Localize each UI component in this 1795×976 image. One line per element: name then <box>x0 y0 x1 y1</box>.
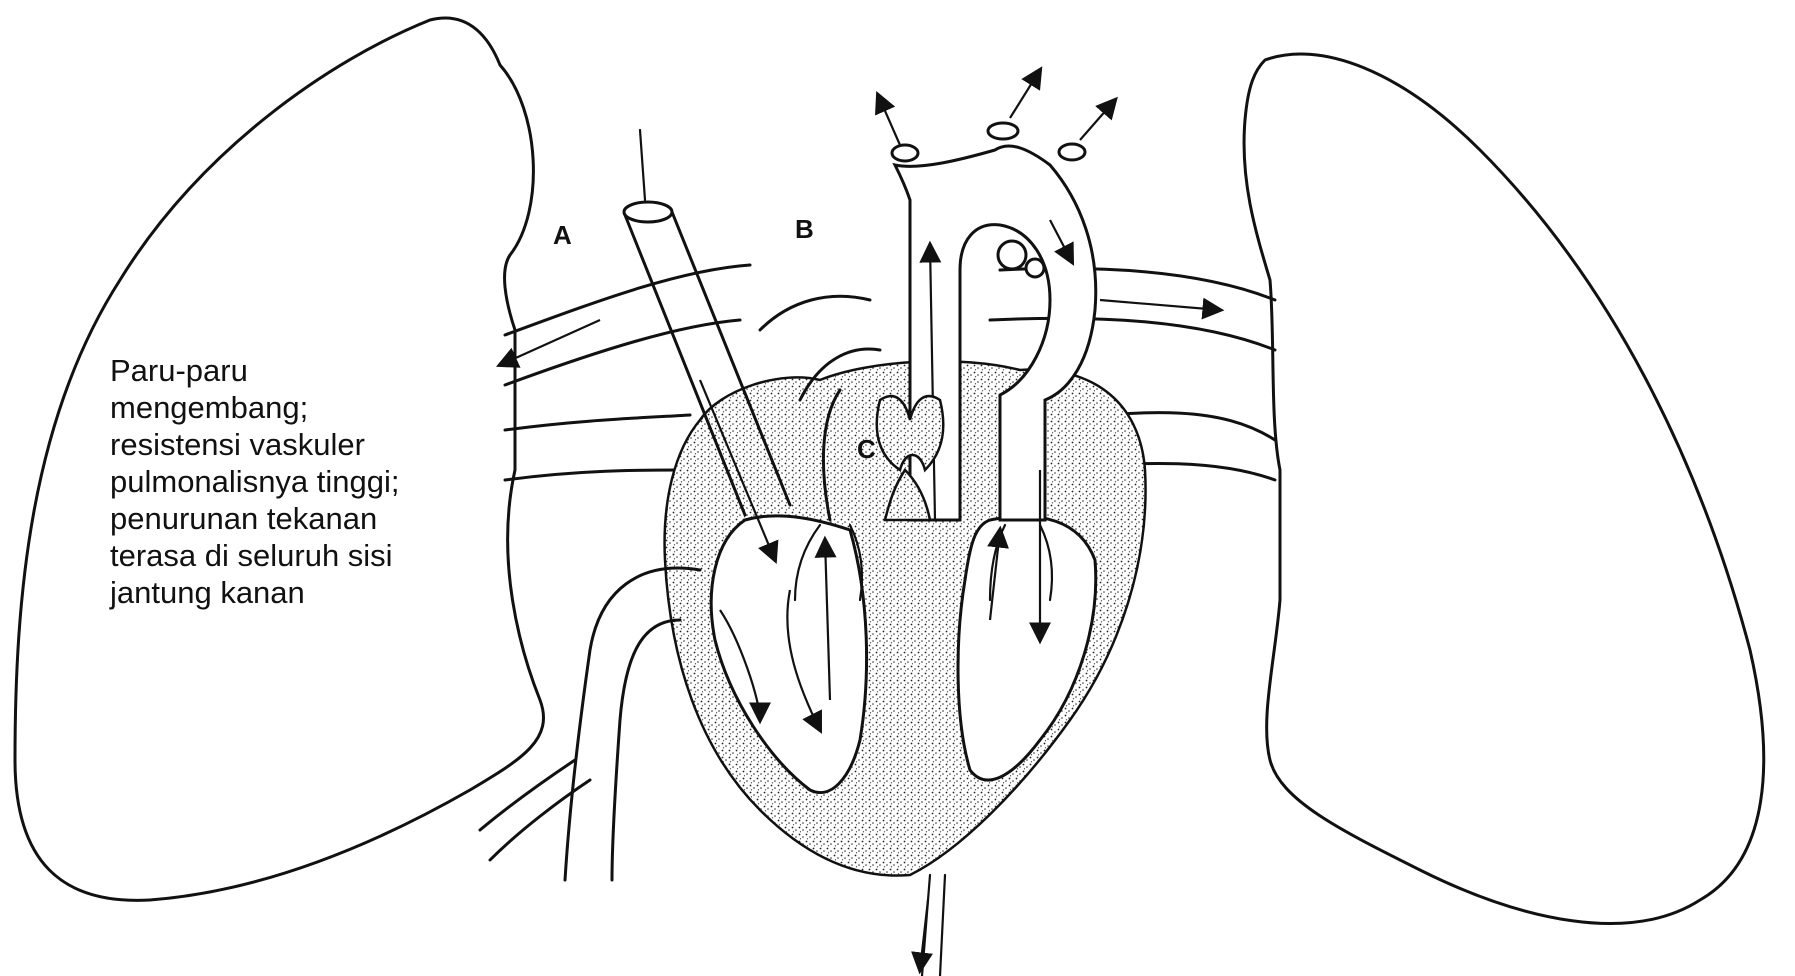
label-a: A <box>553 220 572 251</box>
left-ventricle-cavity <box>958 516 1096 780</box>
right-lung <box>1244 54 1764 923</box>
label-b: B <box>795 214 814 245</box>
label-c: C <box>857 434 876 465</box>
lung-caption: Paru-paru mengembang; resistensi vaskule… <box>110 352 510 611</box>
